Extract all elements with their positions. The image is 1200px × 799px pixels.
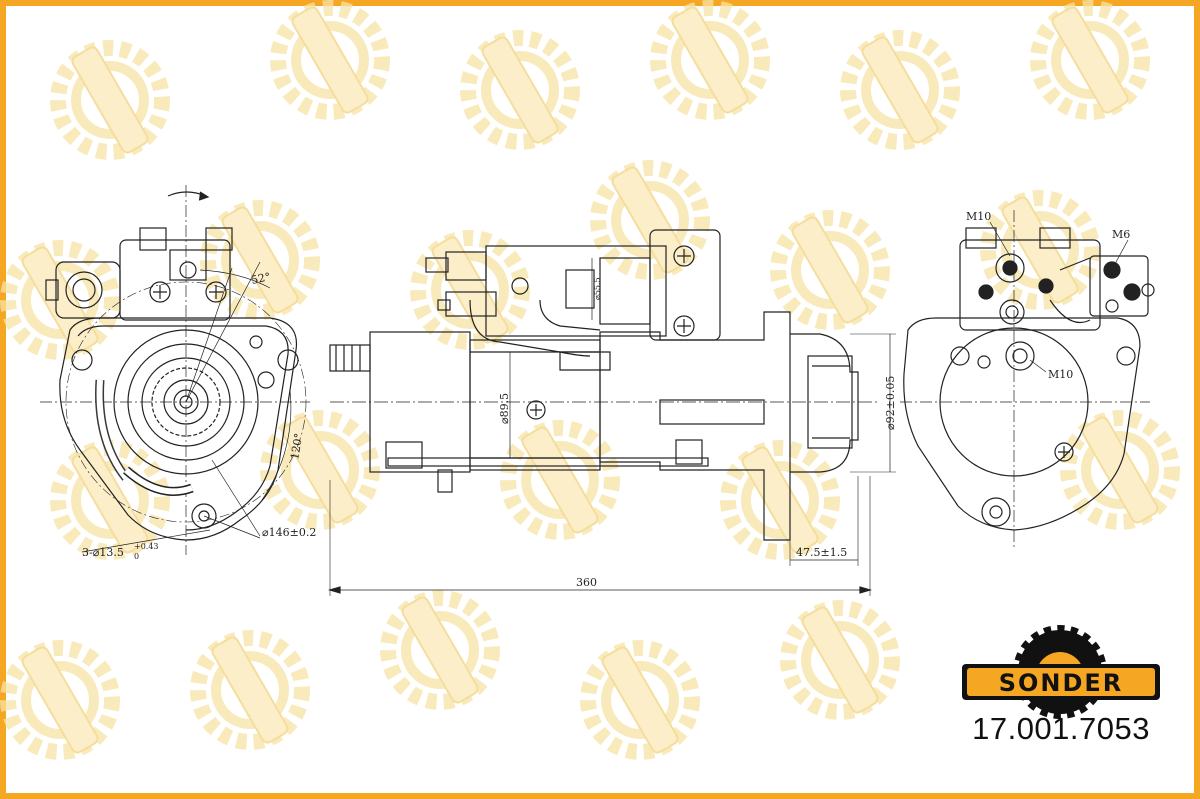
rear-view-labels: M10 M6 M10 <box>966 210 1130 381</box>
body-diameter-label: ⌀89.5 <box>498 393 511 424</box>
pinion-offset-label: 47.5±1.5 <box>796 546 847 559</box>
pilot-diameter-label: ⌀92±0.05 <box>884 376 897 430</box>
overall-length-label: 360 <box>576 576 597 589</box>
bolt-holes-tol-lower: 0 <box>134 552 139 561</box>
terminal-m10-bottom-label: M10 <box>1048 368 1073 381</box>
rear-view <box>900 210 1155 548</box>
bolt-holes-label: 3-⌀13.5 <box>82 546 124 559</box>
angle-side-label: 120° <box>288 432 305 460</box>
sonder-logo: SONDER <box>962 625 1160 719</box>
solenoid-diameter-label: ⌀55.5 <box>593 277 602 300</box>
terminal-m10-top-label: M10 <box>966 210 991 223</box>
angle-top-label: 52° <box>250 270 272 287</box>
pitch-circle-label: ⌀146±0.2 <box>262 526 316 539</box>
bolt-holes-tol-upper: +0.43 <box>134 542 159 551</box>
logo-wordmark: SONDER <box>999 669 1124 697</box>
front-view-labels: 52° 120° ⌀146±0.2 3-⌀13.5 +0.43 0 <box>82 270 316 561</box>
terminal-m6-label: M6 <box>1112 228 1130 241</box>
part-number: 17.001.7053 <box>972 711 1150 746</box>
side-view <box>327 229 896 596</box>
side-view-labels: 360 47.5±1.5 ⌀92±0.05 ⌀89.5 ⌀55.5 <box>498 277 897 589</box>
front-view <box>40 185 310 555</box>
